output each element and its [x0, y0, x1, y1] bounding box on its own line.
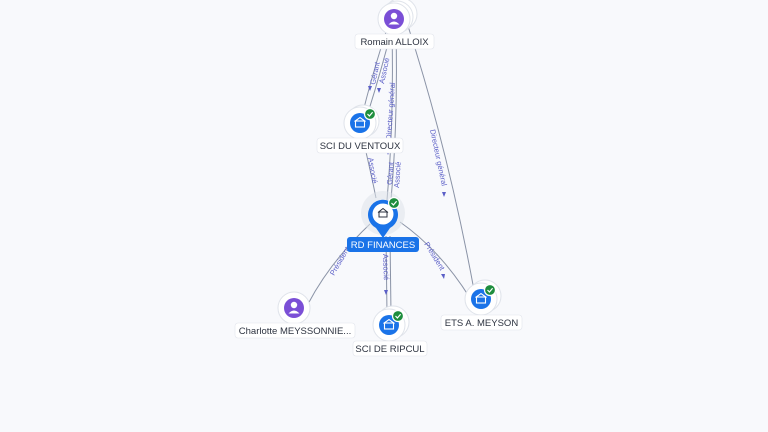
edge-arrow — [441, 274, 445, 279]
person-icon-body — [288, 310, 300, 314]
verified-check-icon — [391, 309, 405, 323]
edge-label: Associé — [392, 161, 403, 188]
edge-romain-rdfinances-2[interactable] — [390, 31, 397, 201]
building-icon-roof — [475, 292, 487, 298]
node-label-box — [354, 33, 435, 50]
person-icon-head — [390, 12, 398, 20]
node-label-box — [234, 322, 356, 339]
edge-label: Directeur général — [384, 82, 397, 140]
edge-romain-rdfinances[interactable] — [386, 31, 393, 201]
node-label: SCI DU VENTOUX — [320, 141, 401, 152]
node-label-box — [347, 237, 419, 252]
node-charlotte-meyssonnie[interactable]: Charlotte MEYSSONNIE... — [234, 291, 356, 339]
node-label: Charlotte MEYSSONNIE... — [239, 326, 351, 337]
verified-check-icon — [483, 283, 497, 297]
check-mark — [391, 200, 398, 206]
edge-arrow — [377, 88, 381, 93]
edge-arrow — [384, 290, 388, 295]
building-icon-body — [354, 120, 366, 128]
building-icon-roof — [383, 318, 395, 324]
node-label: ETS A. MEYSON — [445, 318, 519, 329]
edge-label: Associé — [381, 254, 391, 281]
node-sci-de-ripcul[interactable]: SCI DE RIPCUL — [352, 305, 428, 357]
check-mark — [395, 313, 402, 319]
building-icon-roof — [377, 207, 389, 213]
node-sci-du-ventoux[interactable]: SCI DU VENTOUX — [316, 104, 404, 154]
edge-rdfinances-charlotte[interactable] — [307, 223, 371, 305]
check-mark — [367, 111, 374, 117]
edge-label: Associé — [377, 57, 391, 85]
edge-label: Associé — [366, 157, 379, 184]
node-label: SCI DE RIPCUL — [355, 344, 424, 355]
node-label: RD FINANCES — [351, 240, 415, 251]
building-icon — [378, 211, 388, 218]
person-icon-head — [290, 301, 298, 309]
edge-label: Président — [422, 240, 447, 272]
edge-arrow — [442, 192, 446, 197]
person-icon-body — [388, 21, 400, 25]
edge-label: Gérant — [385, 161, 396, 185]
building-icon-body — [475, 296, 487, 304]
node-label-box — [440, 314, 523, 331]
focus-pin-inner — [372, 203, 394, 225]
edge-labels-layer: Gérant Associé Directeur général Gérant … — [328, 57, 449, 295]
node-label-box — [352, 340, 428, 357]
node-label: Romain ALLOIX — [360, 37, 429, 48]
node-rd-finances[interactable]: RD FINANCES — [347, 191, 419, 252]
node-romain-alloix[interactable]: Romain ALLOIX — [354, 0, 435, 50]
edge-arrow — [368, 86, 372, 91]
verified-check-icon — [363, 107, 377, 121]
edge-romain-meyson[interactable] — [407, 25, 475, 291]
edge-rdfinances-meyson[interactable] — [399, 221, 471, 299]
node-label-box — [316, 137, 404, 154]
building-icon-roof — [354, 116, 366, 122]
building-icon-body — [383, 322, 395, 330]
building-icon — [350, 113, 370, 133]
verified-check-icon — [387, 196, 401, 210]
node-ets-a-meyson[interactable]: ETS A. MEYSON — [440, 279, 523, 331]
check-mark — [487, 287, 494, 293]
